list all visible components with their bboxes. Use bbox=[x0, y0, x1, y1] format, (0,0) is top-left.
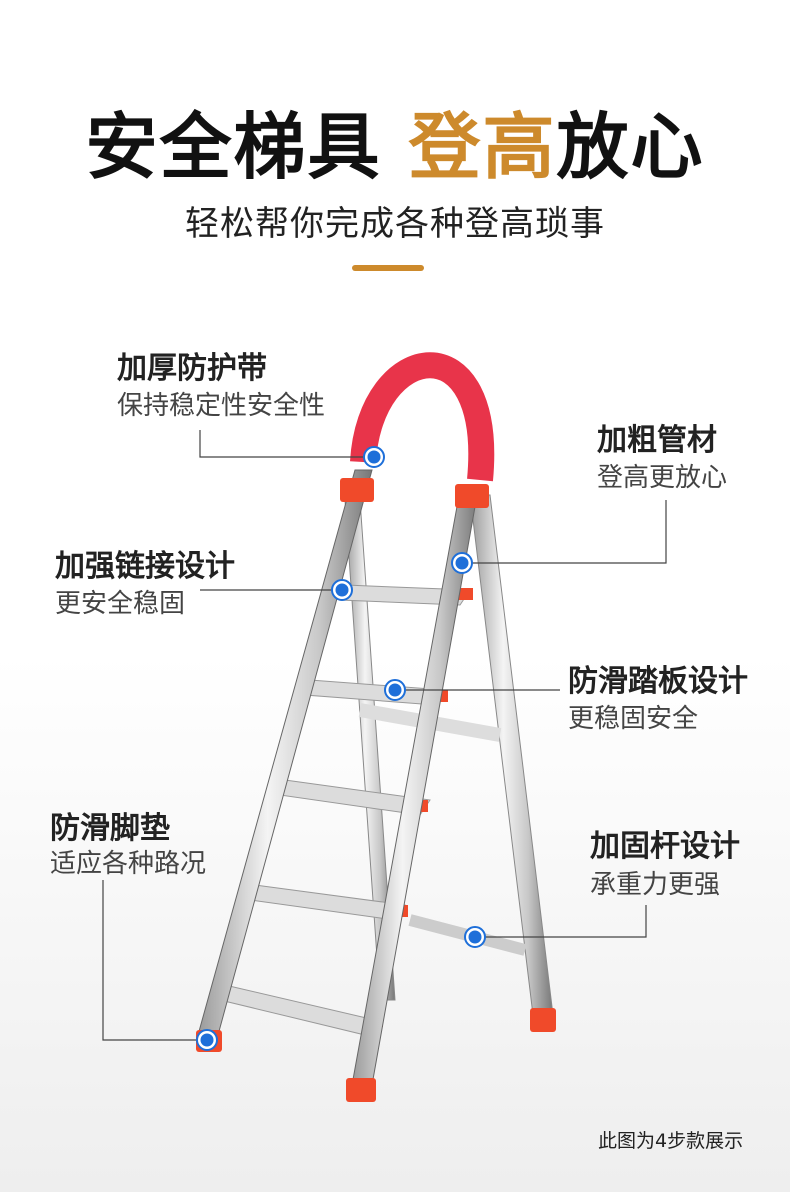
callout-desc: 更安全稳固 bbox=[55, 589, 186, 619]
callout-desc: 登高更放心 bbox=[597, 463, 728, 493]
marker-dots bbox=[196, 446, 486, 1051]
callout-desc: 适应各种路况 bbox=[50, 849, 207, 879]
subtitle: 轻松帮你完成各种登高琐事 bbox=[185, 204, 605, 244]
footnote: 此图为4步款展示 bbox=[598, 1130, 744, 1152]
marker-dot bbox=[363, 446, 385, 468]
callout-title: 防滑脚垫 bbox=[50, 811, 170, 846]
callout-desc: 承重力更强 bbox=[590, 870, 721, 900]
marker-dot bbox=[331, 579, 353, 601]
callout-title: 加强链接设计 bbox=[55, 549, 235, 584]
marker-dot bbox=[451, 552, 473, 574]
handle-guard bbox=[350, 352, 495, 482]
callout-desc: 保持稳定性安全性 bbox=[117, 391, 326, 421]
page-title: 安全梯具 登高放心 bbox=[85, 105, 705, 189]
marker-dot bbox=[196, 1029, 218, 1051]
divider bbox=[352, 265, 424, 271]
callout-lines bbox=[102, 430, 667, 1041]
marker-dot bbox=[384, 679, 406, 701]
callout-title: 加固杆设计 bbox=[590, 829, 740, 864]
callout-title: 加厚防护带 bbox=[117, 351, 267, 386]
callout-title: 防滑踏板设计 bbox=[568, 664, 748, 699]
marker-dot bbox=[464, 926, 486, 948]
callout-desc: 更稳固安全 bbox=[568, 704, 699, 734]
callout-title: 加粗管材 bbox=[597, 423, 717, 458]
